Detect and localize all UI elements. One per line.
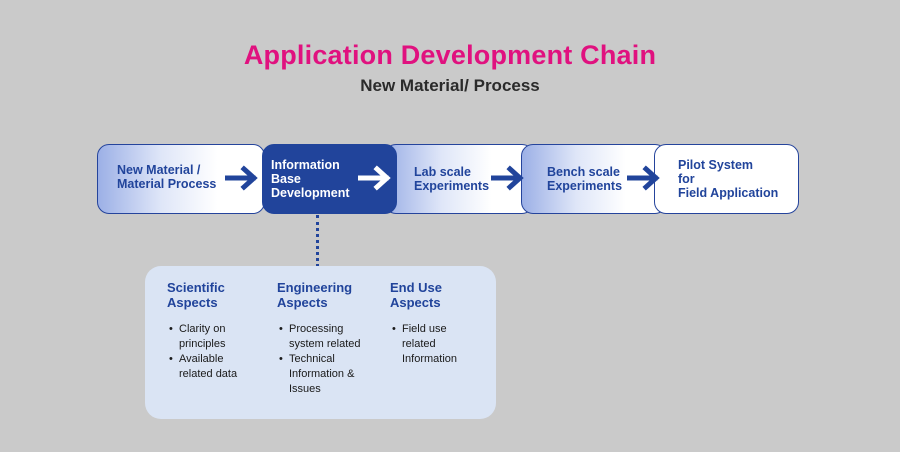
step-label: Lab scale Experiments xyxy=(414,165,490,193)
bullet-list: • Field use related Information xyxy=(390,322,457,367)
step-label: Pilot System for Field Application xyxy=(678,158,779,200)
list-item: • Processing system related xyxy=(277,322,361,352)
right-arrow-icon xyxy=(491,165,524,191)
list-item-text: Clarity on principles xyxy=(179,323,226,350)
list-item: • Clarity on principles xyxy=(167,322,237,352)
right-arrow-icon xyxy=(358,165,391,191)
step-pilot-system: Pilot System for Field Application xyxy=(654,144,799,214)
step-label: Bench scale Experiments xyxy=(547,165,623,193)
bullet-icon: • xyxy=(169,353,173,365)
column-scientific: Scientific Aspects • Clarity on principle… xyxy=(167,280,237,382)
column-title: End Use Aspects xyxy=(390,280,443,310)
step-label: New Material / Material Process xyxy=(117,163,217,191)
bullet-icon: • xyxy=(279,323,283,335)
column-title: Scientific Aspects xyxy=(167,280,225,310)
list-item: • Field use related Information xyxy=(390,322,457,367)
column-engineering: Engineering Aspects • Processing system r… xyxy=(277,280,361,397)
bullet-list: • Clarity on principles • Available relate… xyxy=(167,322,237,382)
bullet-icon: • xyxy=(279,353,283,365)
list-item-text: Available related data xyxy=(179,353,238,380)
column-end-use: End Use Aspects • Field use related Infor… xyxy=(390,280,457,367)
bullet-icon: • xyxy=(169,323,173,335)
step-label: Information Base Development xyxy=(271,158,350,200)
right-arrow-icon xyxy=(225,165,258,191)
column-title: Engineering Aspects xyxy=(277,280,353,310)
list-item-text: Technical Information & Issues xyxy=(289,353,355,395)
dotted-connector xyxy=(316,215,319,267)
bullet-list: • Processing system related • Technical In… xyxy=(277,322,361,397)
list-item: • Technical Information & Issues xyxy=(277,352,361,397)
diagram-subtitle: New Material/ Process xyxy=(360,76,540,95)
bullet-icon: • xyxy=(392,323,396,335)
list-item-text: Field use related Information xyxy=(402,323,458,365)
list-item-text: Processing system related xyxy=(289,323,361,350)
detail-panel: Scientific Aspects • Clarity on principle… xyxy=(145,266,496,419)
right-arrow-icon xyxy=(627,165,660,191)
list-item: • Available related data xyxy=(167,352,237,382)
diagram-title: Application Development Chain xyxy=(243,40,657,70)
